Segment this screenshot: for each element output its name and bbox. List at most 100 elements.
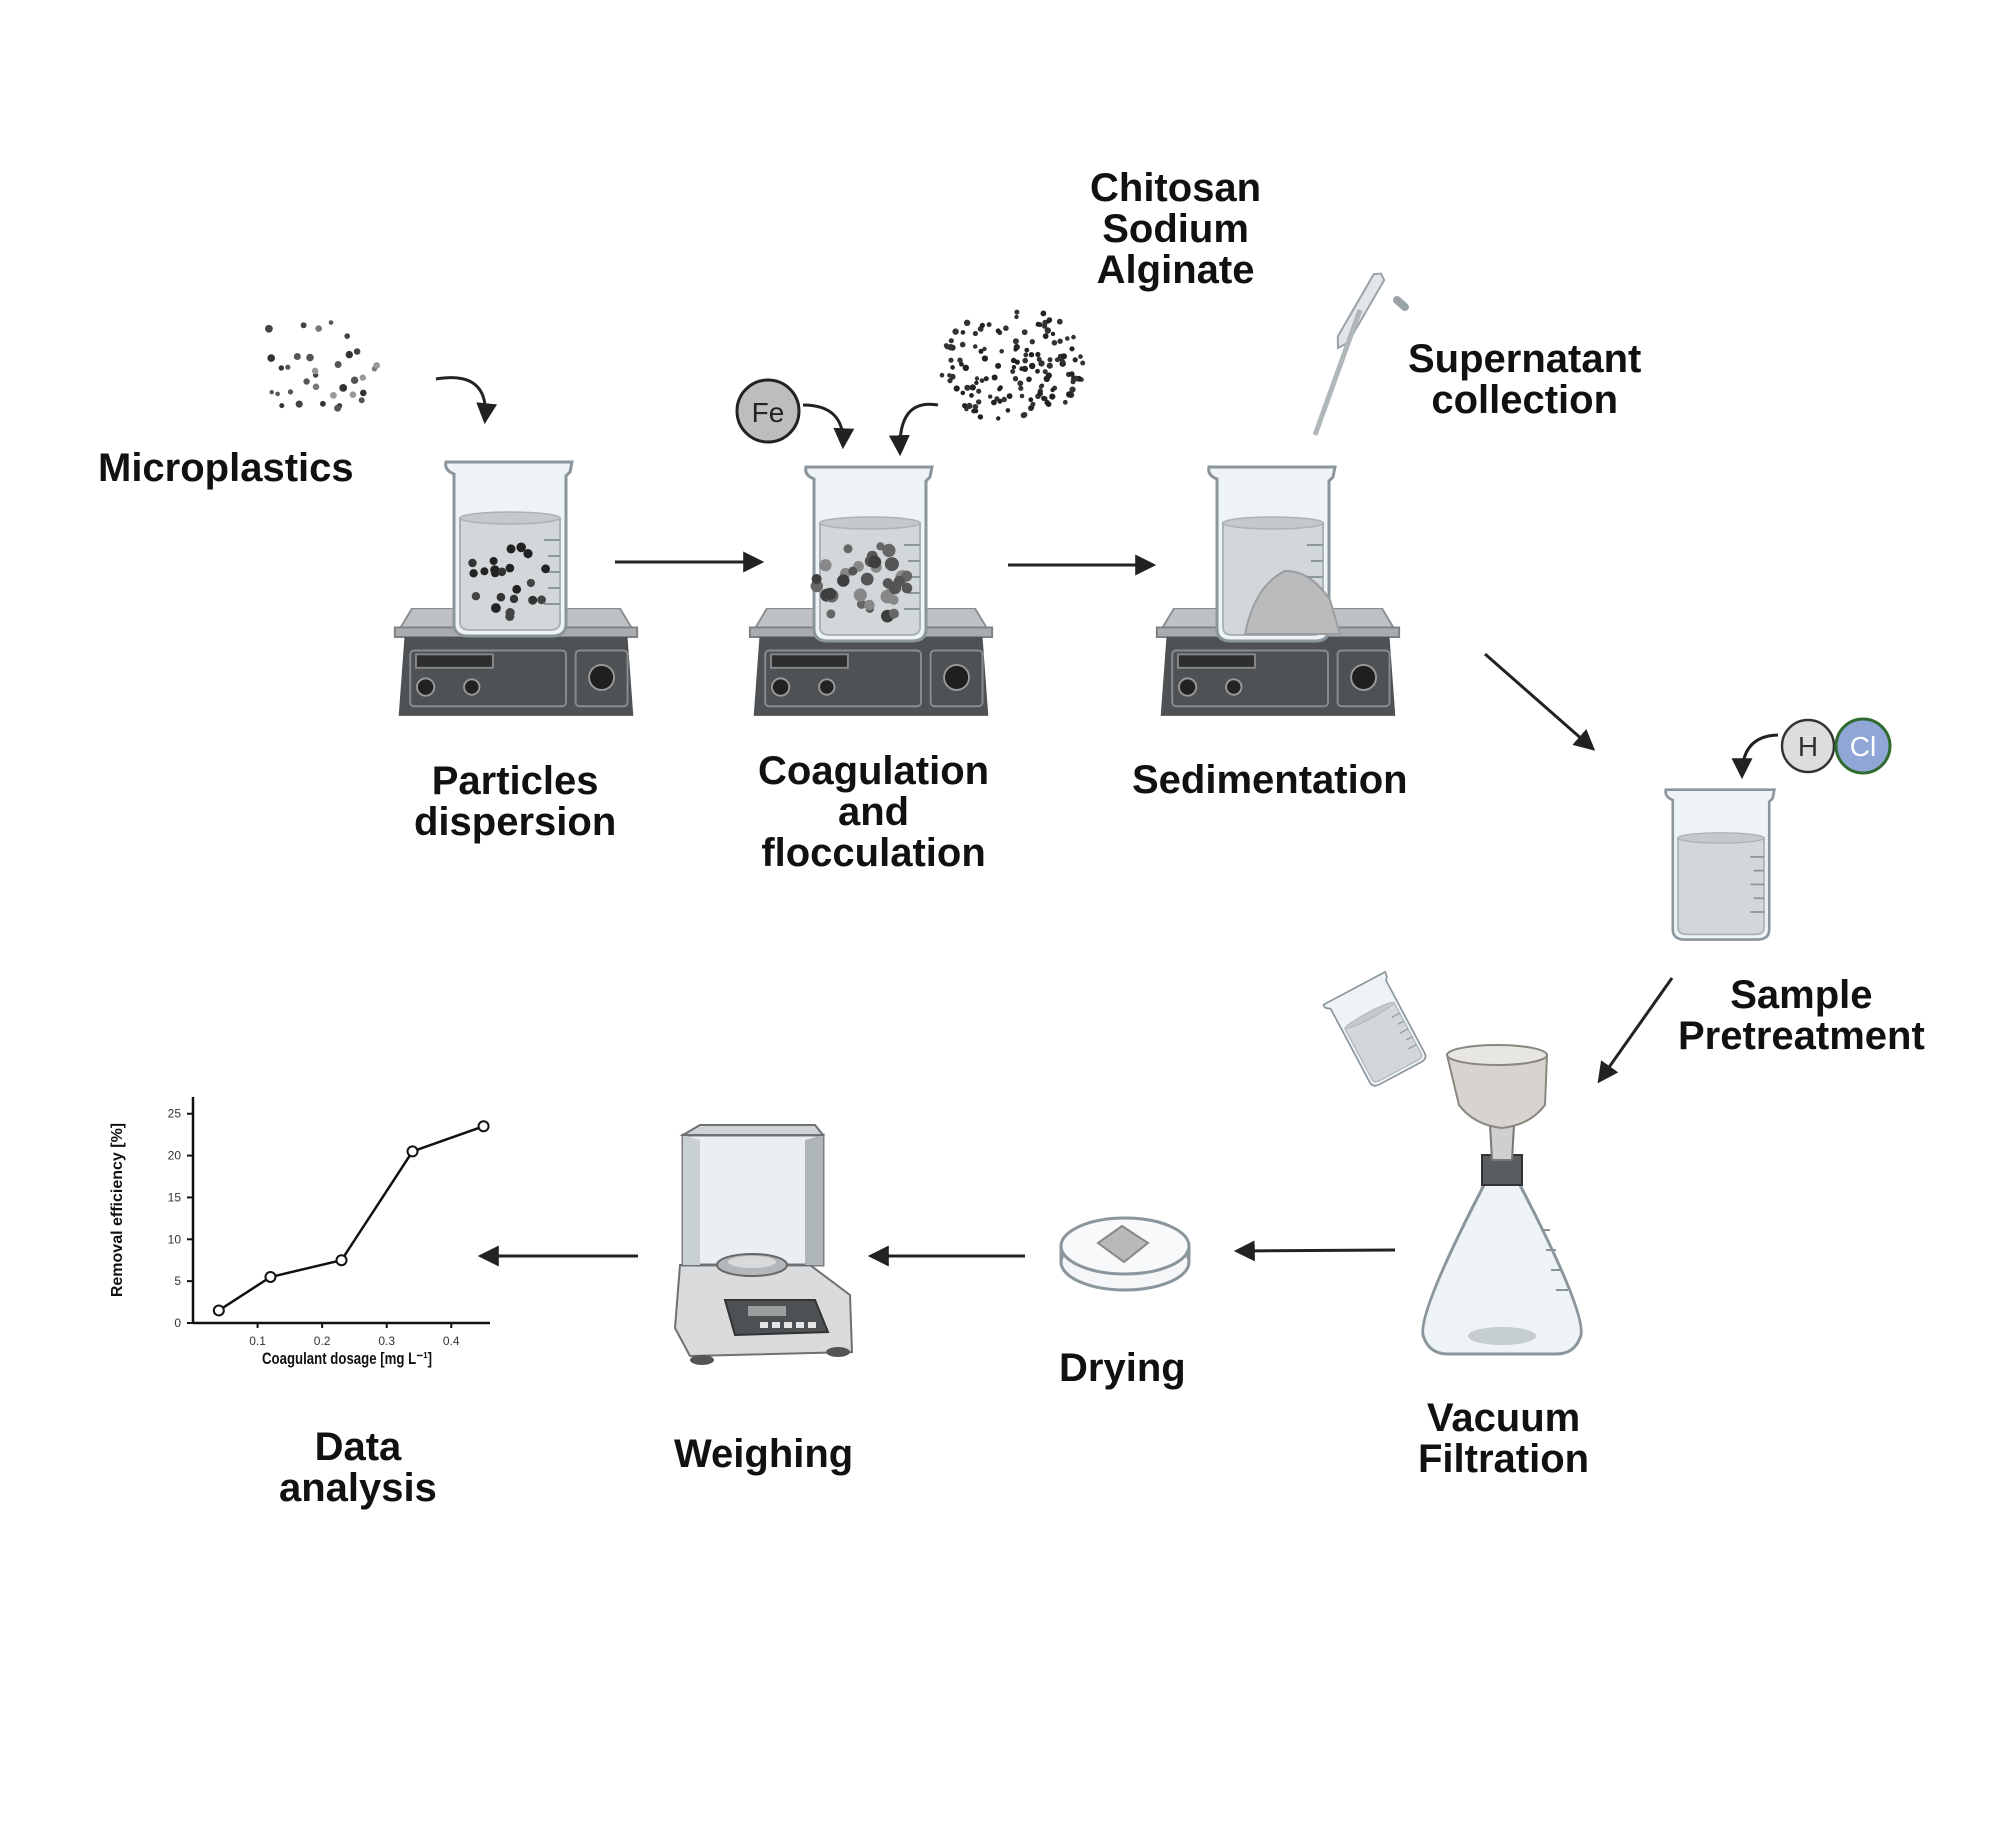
particle <box>994 396 1000 402</box>
label-data-line2: analysis <box>279 1466 437 1510</box>
particle <box>345 350 353 359</box>
label-coagulation-flocculation: Coagulation and flocculation <box>758 751 989 874</box>
particle <box>359 374 366 381</box>
particle <box>826 609 836 619</box>
stirrer-2 <box>748 465 994 717</box>
particle <box>311 367 319 375</box>
particle <box>334 404 342 412</box>
label-weighing: Weighing <box>674 1432 854 1476</box>
particle <box>1003 325 1009 332</box>
particle <box>1038 384 1044 389</box>
curved-arrow-fe <box>802 403 855 450</box>
particle <box>978 348 984 354</box>
particle <box>1018 385 1024 391</box>
particle <box>1028 352 1035 358</box>
particle <box>516 542 526 553</box>
particle <box>996 416 1001 421</box>
particle <box>1029 362 1036 370</box>
y-tick-label: 10 <box>168 1232 182 1246</box>
particle <box>991 374 998 381</box>
particle <box>279 403 285 409</box>
particle <box>948 338 954 344</box>
particle <box>1022 357 1028 364</box>
pipette <box>1312 272 1409 436</box>
arrow-4-to-5 <box>1597 977 1674 1084</box>
cl-symbol: Cl <box>1850 731 1876 762</box>
particle <box>1073 375 1079 381</box>
particle <box>358 397 365 404</box>
stirrer-3 <box>1155 465 1401 717</box>
particle <box>275 391 280 397</box>
y-tick-label: 5 <box>174 1274 181 1288</box>
molecule-hcl: H Cl <box>1780 717 1892 775</box>
particle <box>882 578 893 589</box>
particle <box>979 322 986 328</box>
particle <box>1041 395 1047 401</box>
particle <box>1030 401 1036 407</box>
particle <box>1080 360 1086 366</box>
label-microplastics: Microplastics <box>98 446 354 490</box>
particle <box>1072 357 1078 363</box>
x-tick-label: 0.2 <box>314 1334 331 1348</box>
particle <box>824 587 837 601</box>
label-coagulation-line2: and <box>837 790 910 834</box>
particle <box>947 344 954 351</box>
particle <box>269 390 274 395</box>
particle <box>278 365 284 371</box>
particle <box>901 582 913 594</box>
particle <box>491 603 501 613</box>
x-tick-label: 0.1 <box>249 1334 266 1348</box>
beaker-1-particles <box>468 542 550 621</box>
particle <box>1010 369 1016 374</box>
particle <box>1012 376 1019 382</box>
particle <box>856 599 867 609</box>
particle <box>505 563 515 573</box>
particle <box>991 399 997 406</box>
particle <box>962 364 969 371</box>
particle <box>353 348 361 355</box>
particle <box>497 567 507 577</box>
particle <box>977 414 984 420</box>
particle <box>966 402 973 409</box>
label-supernatant-line1: Supernatant <box>1408 337 1642 381</box>
particle <box>997 386 1002 392</box>
particle <box>1066 391 1073 398</box>
particle <box>1065 336 1070 341</box>
particle <box>1014 309 1020 315</box>
particle <box>976 399 982 405</box>
particle <box>888 608 899 619</box>
particle <box>334 361 342 368</box>
label-chitosan-sodium-alginate: Chitosan Sodium Alginate <box>1090 168 1261 291</box>
particle <box>999 349 1004 354</box>
particle <box>1054 357 1060 363</box>
atom-fe: Fe <box>735 378 801 444</box>
stirrer-1 <box>393 460 639 717</box>
particle <box>853 588 867 602</box>
particle <box>1014 359 1020 365</box>
particle <box>1046 362 1053 369</box>
particle <box>963 319 971 326</box>
particle <box>1029 339 1036 345</box>
particle <box>972 344 978 349</box>
particle <box>541 564 550 574</box>
particle <box>959 341 966 348</box>
particle <box>1071 334 1076 340</box>
particle <box>969 384 976 391</box>
particle <box>344 333 351 339</box>
particle <box>320 400 326 407</box>
label-vacuum-line1: Vacuum <box>1426 1396 1581 1440</box>
particle <box>1078 354 1083 359</box>
particle <box>1050 387 1055 393</box>
particle <box>1019 366 1024 372</box>
particle <box>960 390 966 396</box>
label-data-analysis: Data analysis <box>279 1427 437 1509</box>
label-chitosan-line3: Alginate <box>1096 248 1255 292</box>
particle <box>1062 399 1068 405</box>
particle <box>480 567 489 576</box>
label-vacuum-line2: Filtration <box>1418 1437 1590 1481</box>
particle <box>888 595 899 605</box>
particle <box>983 376 989 382</box>
sediment-pile <box>1243 569 1342 635</box>
